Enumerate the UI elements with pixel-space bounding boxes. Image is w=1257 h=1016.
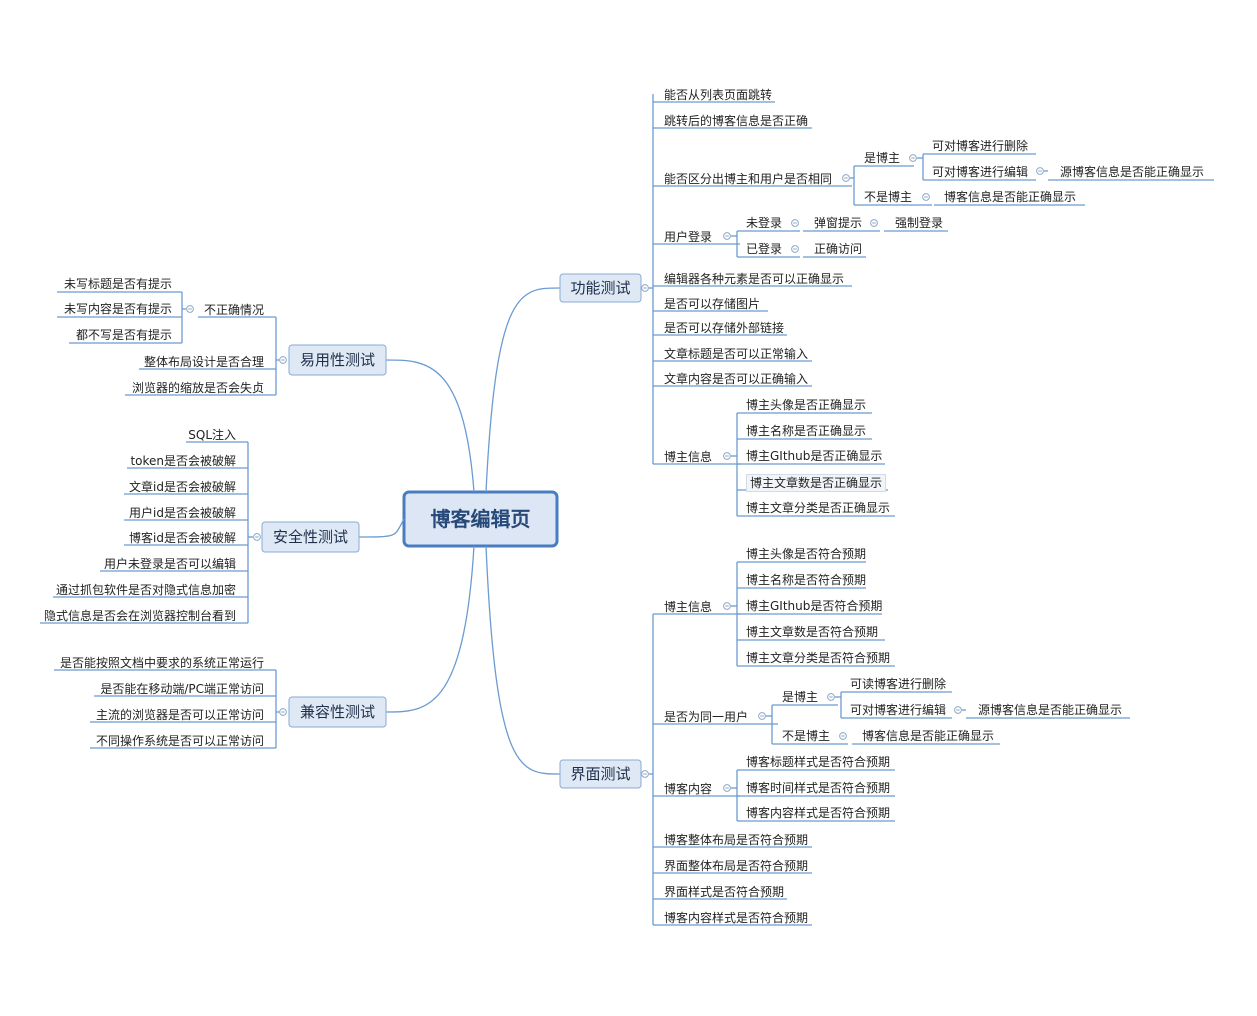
sec-item-2-label: 文章id是否会被破解 <box>129 480 236 494</box>
branch-4-connector <box>385 545 475 713</box>
ui-item-4-label: 界面整体布局是否符合预期 <box>664 859 809 873</box>
func-2-1-label: 不是博主 <box>864 190 913 204</box>
branch-0-connector <box>485 287 561 493</box>
func-item-2-label: 能否区分出博主和用户是否相同 <box>664 172 833 186</box>
sec-item-4-label: 博客id是否会被破解 <box>129 531 236 545</box>
compat-item-2-label: 主流的浏览器是否可以正常访问 <box>95 708 264 722</box>
func-2-0-1-label: 可对博客进行编辑 <box>932 165 1029 179</box>
ease-item-0-label: 不正确情况 <box>203 303 264 317</box>
ease-item-2-label: 浏览器的缩放是否会失贞 <box>131 381 264 395</box>
branch-1-title[interactable]: 界面测试 <box>570 765 631 783</box>
sec-item-7-label: 隐式信息是否会在浏览器控制台看到 <box>43 609 236 623</box>
sec-item-1-label: token是否会被破解 <box>130 454 236 468</box>
func-3-0-0-0-label: 强制登录 <box>895 216 944 230</box>
branch-1-connector <box>485 545 561 775</box>
func-item-5-label: 是否可以存储图片 <box>664 297 761 311</box>
branch-0-box <box>559 273 642 303</box>
branch-3-title[interactable]: 安全性测试 <box>272 528 348 546</box>
branch-2-title[interactable]: 易用性测试 <box>299 351 375 369</box>
ui-1-0-label: 是博主 <box>782 690 819 704</box>
compat-item-0-label: 是否能按照文档中要求的系统正常运行 <box>59 656 264 670</box>
branch-1-box <box>559 759 642 789</box>
ease-0-1-label: 未写内容是否有提示 <box>63 302 172 316</box>
branch-2-connector <box>385 359 475 493</box>
ui-item-5-label: 界面样式是否符合预期 <box>664 885 785 899</box>
func-item-7-label: 文章标题是否可以正常输入 <box>664 347 809 361</box>
func-2-0-label: 是博主 <box>864 151 901 165</box>
sec-item-6-label: 通过抓包软件是否对隐式信息加密 <box>55 583 236 597</box>
ui-1-0-1-0-label: 源博客信息是否能正确显示 <box>978 703 1123 717</box>
func-item-0-label: 能否从列表页面跳转 <box>664 88 773 102</box>
func-3-1-0-label: 正确访问 <box>814 242 863 256</box>
compat-item-1-label: 是否能在移动端/PC端正常访问 <box>100 682 264 696</box>
ui-item-3-label: 博客整体布局是否符合预期 <box>664 833 809 847</box>
ui-item-0-label: 博主信息 <box>664 600 713 614</box>
sec-item-3-label: 用户id是否会被破解 <box>129 506 236 520</box>
func-2-0-0-label: 可对博客进行删除 <box>932 139 1029 153</box>
ui-1-1-0-label: 博客信息是否能正确显示 <box>862 729 995 743</box>
ui-2-0-label: 博客标题样式是否符合预期 <box>746 755 891 769</box>
func-9-0-label: 博主头像是否正确显示 <box>746 398 867 412</box>
sec-item-5-label: 用户未登录是否可以编辑 <box>103 557 236 571</box>
ui-1-0-1-label: 可对博客进行编辑 <box>850 703 947 717</box>
ui-item-2-label: 博客内容 <box>664 782 713 796</box>
func-9-2-label: 博主GIthub是否正确显示 <box>746 449 883 463</box>
sec-item-0-label: SQL注入 <box>188 428 236 442</box>
func-2-1-0-label: 博客信息是否能正确显示 <box>944 190 1077 204</box>
ui-2-1-label: 博客时间样式是否符合预期 <box>746 781 891 795</box>
branch-3-connector <box>358 518 405 538</box>
func-3-0-label: 未登录 <box>746 216 783 230</box>
func-item-3-label: 用户登录 <box>664 230 713 244</box>
func-item-9-label: 博主信息 <box>664 450 713 464</box>
func-item-6-label: 是否可以存储外部链接 <box>664 321 785 335</box>
ui-2-2-label: 博客内容样式是否符合预期 <box>746 806 891 820</box>
branch-2-box <box>288 344 387 376</box>
ui-0-1-label: 博主名称是否符合预期 <box>746 573 867 587</box>
func-3-1-label: 已登录 <box>746 242 783 256</box>
ui-0-3-label: 博主文章数是否符合预期 <box>746 625 879 639</box>
branch-4-title[interactable]: 兼容性测试 <box>299 703 375 721</box>
func-item-8-label: 文章内容是否可以正确输入 <box>664 372 809 386</box>
branch-0-title[interactable]: 功能测试 <box>570 279 631 297</box>
func-3-0-0-label: 弹窗提示 <box>814 216 863 230</box>
func-item-1-label: 跳转后的博客信息是否正确 <box>664 114 809 128</box>
func-9-3-label: 博主文章数是否正确显示 <box>746 474 887 492</box>
ui-0-4-label: 博主文章分类是否符合预期 <box>746 651 891 665</box>
ui-item-1-label: 是否为同一用户 <box>664 710 749 724</box>
ui-0-2-label: 博主GIthub是否符合预期 <box>746 599 883 613</box>
func-item-4-label: 编辑器各种元素是否可以正确显示 <box>664 272 845 286</box>
ui-item-6-label: 博客内容样式是否符合预期 <box>664 911 809 925</box>
func-9-4-label: 博主文章分类是否正确显示 <box>746 501 891 515</box>
func-9-1-label: 博主名称是否正确显示 <box>746 424 867 438</box>
ease-0-2-label: 都不写是否有提示 <box>75 328 172 342</box>
ui-1-0-0-label: 可读博客进行删除 <box>850 677 947 691</box>
branch-3-box <box>261 521 360 553</box>
compat-item-3-label: 不同操作系统是否可以正常访问 <box>95 734 264 748</box>
root-node-title[interactable]: 博客编辑页 <box>430 507 531 531</box>
branch-4-box <box>288 696 387 728</box>
func-2-0-1-0-label: 源博客信息是否能正确显示 <box>1060 165 1205 179</box>
ease-0-0-label: 未写标题是否有提示 <box>63 277 172 291</box>
ui-1-1-label: 不是博主 <box>782 729 831 743</box>
ease-item-1-label: 整体布局设计是否合理 <box>143 355 264 369</box>
ui-0-0-label: 博主头像是否符合预期 <box>746 547 867 561</box>
